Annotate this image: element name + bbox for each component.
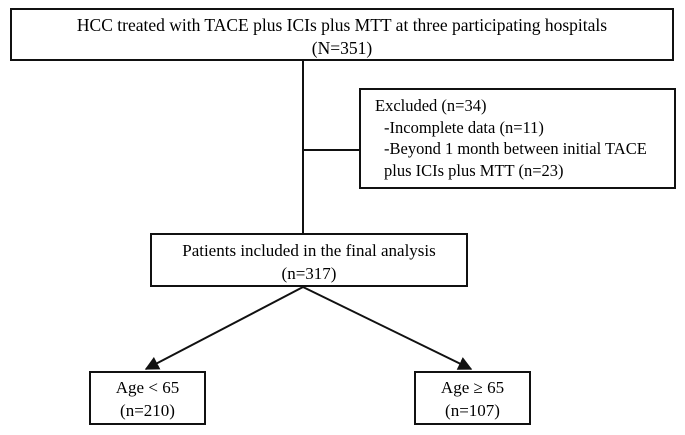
age-under-65-label: Age < 65 — [115, 378, 180, 397]
age-65-plus-label: Age ≥ 65 — [440, 378, 505, 397]
included-box: Patients included in the final analysis … — [150, 233, 468, 287]
included-count: (n=317) — [281, 264, 337, 283]
excluded-reason-beyond-1-month: -Beyond 1 month between initial TACE — [384, 139, 647, 158]
excluded-reason-beyond-1-month-cont: plus ICIs plus MTT (n=23) — [384, 160, 564, 180]
total-cohort-box: HCC treated with TACE plus ICIs plus MTT… — [10, 8, 674, 61]
age-under-65-box: Age < 65 (n=210) — [89, 371, 206, 425]
age-65-plus-count: (n=107) — [445, 401, 500, 420]
total-cohort-title: HCC treated with TACE plus ICIs plus MTT… — [76, 15, 608, 35]
arrow-to-right-group — [302, 286, 473, 370]
total-cohort-count: (N=351) — [311, 38, 373, 58]
excluded-box: Excluded (n=34) -Incomplete data (n=11) … — [359, 88, 676, 189]
age-65-plus-box: Age ≥ 65 (n=107) — [414, 371, 531, 425]
arrow-to-left-group — [144, 286, 304, 370]
excluded-reason-incomplete: -Incomplete data (n=11) — [384, 117, 544, 137]
age-under-65-count: (n=210) — [120, 401, 175, 420]
included-title: Patients included in the final analysis — [182, 241, 436, 260]
excluded-title: Excluded (n=34) — [375, 96, 487, 115]
